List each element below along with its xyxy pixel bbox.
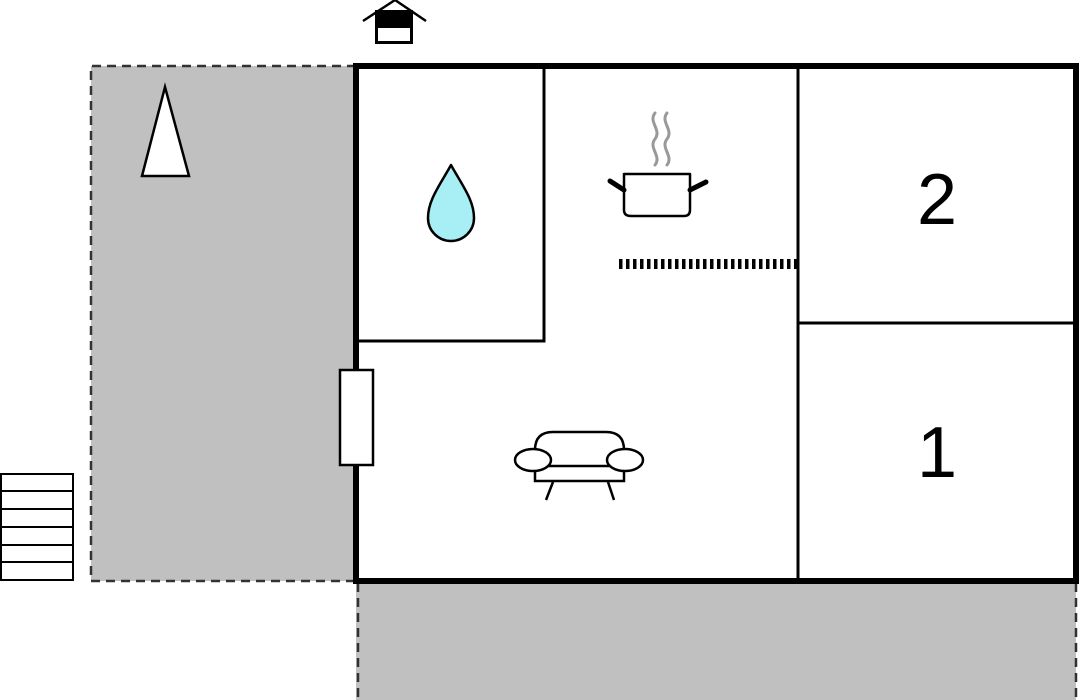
door-icon xyxy=(338,368,375,467)
stairs-icon xyxy=(0,473,74,581)
parasol-icon xyxy=(140,82,191,178)
room-number-1: 1 xyxy=(917,413,957,493)
house-entrance-icon xyxy=(362,0,427,44)
left-terrace xyxy=(89,64,356,583)
cooking-pot-icon xyxy=(607,111,709,218)
sofa-icon xyxy=(513,430,645,501)
room-number-2: 2 xyxy=(917,160,957,240)
bathroom-walls xyxy=(356,66,546,343)
bedroom-walls xyxy=(796,66,1076,581)
house-outer-wall xyxy=(353,63,1079,584)
bottom-terrace xyxy=(356,581,1078,700)
water-drop-icon xyxy=(426,163,476,243)
